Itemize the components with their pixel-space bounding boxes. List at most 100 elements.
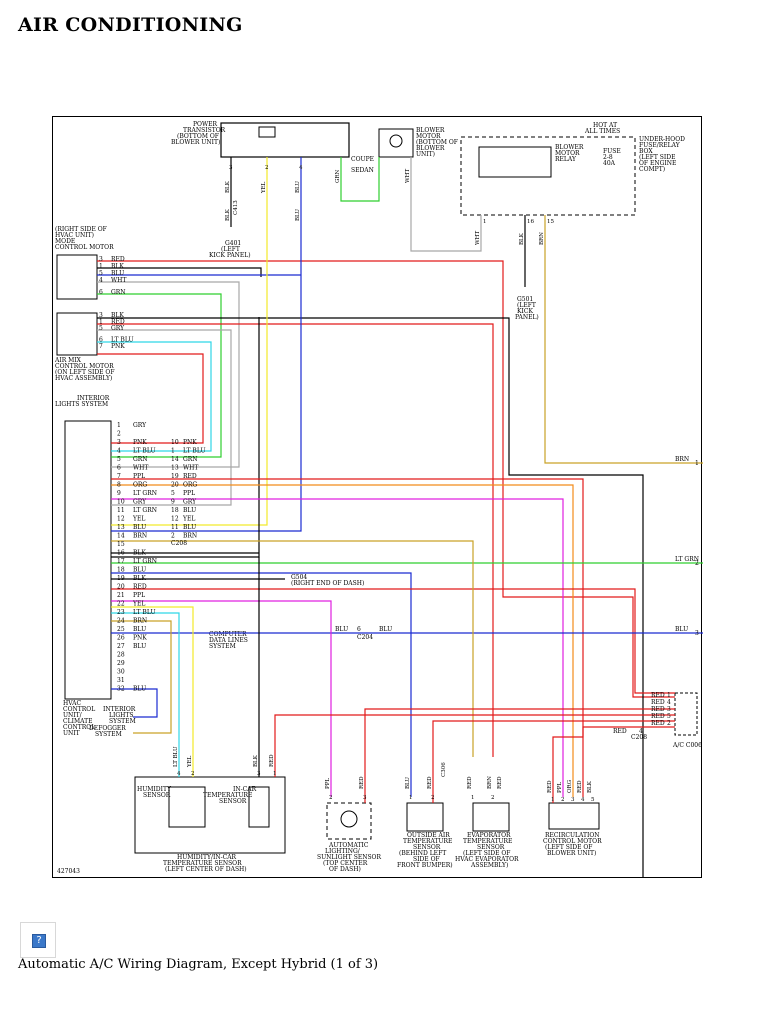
hvac-pin-number: 4 [117, 448, 121, 455]
page-title: AIR CONDITIONING [18, 14, 243, 36]
hvac-pin-wire: YEL [132, 516, 145, 523]
hvac-pin-number: 3 [117, 439, 121, 446]
hvac-pin-wire: LT GRN [133, 507, 157, 514]
hvac-pin-number: 12 [117, 516, 125, 523]
c006-side-wire: RED [613, 728, 627, 735]
c208-pin-number: 19 [171, 473, 179, 480]
c006-pin: 3 [667, 706, 671, 713]
humidity-sensor-box [134, 776, 286, 854]
c006-wire: RED [651, 706, 665, 713]
hvac-pin-number: 16 [117, 550, 125, 557]
c208-pin-number: 1 [171, 448, 175, 455]
recirc-pin: 5 [591, 797, 595, 803]
pt-wire: BLK [225, 180, 231, 193]
hvac-pin-wire: PPL [133, 592, 145, 599]
hvac-pin-number: 11 [117, 507, 125, 514]
c006-pin: 1 [667, 692, 671, 699]
hvac-pin-wire: BLU [133, 643, 146, 650]
c208-pin-wire: BLU [183, 507, 196, 514]
evaporator-box [472, 802, 510, 832]
outside-air-box [406, 802, 444, 832]
power-transistor-element [258, 126, 276, 138]
wire-red-mode [97, 260, 675, 698]
out-pin: 2 [431, 795, 435, 801]
out-pin: 1 [409, 795, 413, 801]
relay-wire: WHT [475, 231, 481, 245]
c306-label: C306 [441, 762, 447, 777]
hvac-pin-number: 18 [117, 567, 125, 574]
hvac-pin-number: 13 [117, 524, 125, 531]
c208-pin-number: 14 [171, 456, 179, 463]
mode-pin-number: 6 [99, 289, 103, 296]
wire-red-airmix [97, 323, 494, 757]
hvac-pin-number: 19 [117, 575, 125, 582]
out-wire: BLU [405, 777, 411, 789]
hvac-pin-wire: BLK [133, 550, 146, 557]
hvac-pin-number: 26 [117, 635, 125, 642]
wire-wht-bm [410, 157, 482, 252]
sun-pin: 3 [363, 795, 367, 801]
airmix-pin-wire: LT BLU [111, 337, 134, 344]
hvac-pin-wire: WHT [133, 465, 148, 472]
c208-pin-number: 20 [171, 482, 179, 489]
c208-pin-wire: PPL [183, 490, 195, 497]
hum-wire: LT BLU [173, 746, 179, 767]
c208-pin-wire: BLU [183, 524, 196, 531]
hvac-pin-number: 17 [117, 558, 125, 565]
wire-red-20 [111, 588, 675, 694]
hvac-pin-wire: GRN [133, 456, 148, 463]
wire-ppl [111, 498, 564, 797]
hvac-pin-number: 27 [117, 643, 125, 650]
relay-wire-num: 16 [527, 219, 534, 225]
recirc-wire: BLK [587, 780, 593, 793]
airmix-pin-number: 1 [99, 319, 103, 326]
question-mark-icon[interactable]: ? [20, 922, 56, 958]
wire-gry-airmix [97, 329, 232, 506]
hum-pin: 2 [191, 771, 195, 777]
hum-wire: RED [269, 754, 275, 767]
airmix-pin-number: 5 [99, 325, 103, 332]
hvac-pin-number: 30 [117, 669, 125, 676]
c208-pin-number: 5 [171, 490, 175, 497]
incar-element [248, 786, 270, 828]
hvac-pin-number: 2 [117, 431, 121, 438]
wire-yel-22 [111, 606, 194, 777]
hvac-pin-number: 28 [117, 652, 125, 659]
c204-pin-label: 6 [357, 626, 361, 633]
humidity-element [168, 786, 206, 828]
c208-pin-wire: RED [183, 473, 197, 480]
airmix-pin-wire: GRY [111, 325, 125, 332]
relay-wire-num: 1 [483, 219, 487, 225]
wire-blu-pt [111, 157, 302, 532]
right-wire-number: 3 [695, 630, 699, 637]
wire-brn-defog [111, 620, 172, 734]
power-transistor-box [220, 122, 350, 158]
sun-pin: 2 [329, 795, 333, 801]
recirc-wire: ORG [567, 780, 573, 793]
right-wire-color: LT GRN [675, 556, 699, 563]
c208-pin-number: 18 [171, 507, 179, 514]
air-mix-motor-box [56, 312, 98, 356]
wire-ltblu-23 [111, 612, 180, 777]
hum-pin: 3 [257, 771, 261, 777]
c208-pin-wire: WHT [183, 465, 198, 472]
right-wire-color: BLU [675, 626, 688, 633]
hvac-pin-wire: BLK [133, 575, 146, 582]
airmix-pin-wire: RED [111, 319, 125, 326]
coupe-label: COUPE [351, 156, 374, 163]
evap-pin: 1 [471, 795, 475, 801]
relay-wire: BRN [539, 232, 545, 245]
c208-pin-wire: YEL [182, 516, 195, 523]
